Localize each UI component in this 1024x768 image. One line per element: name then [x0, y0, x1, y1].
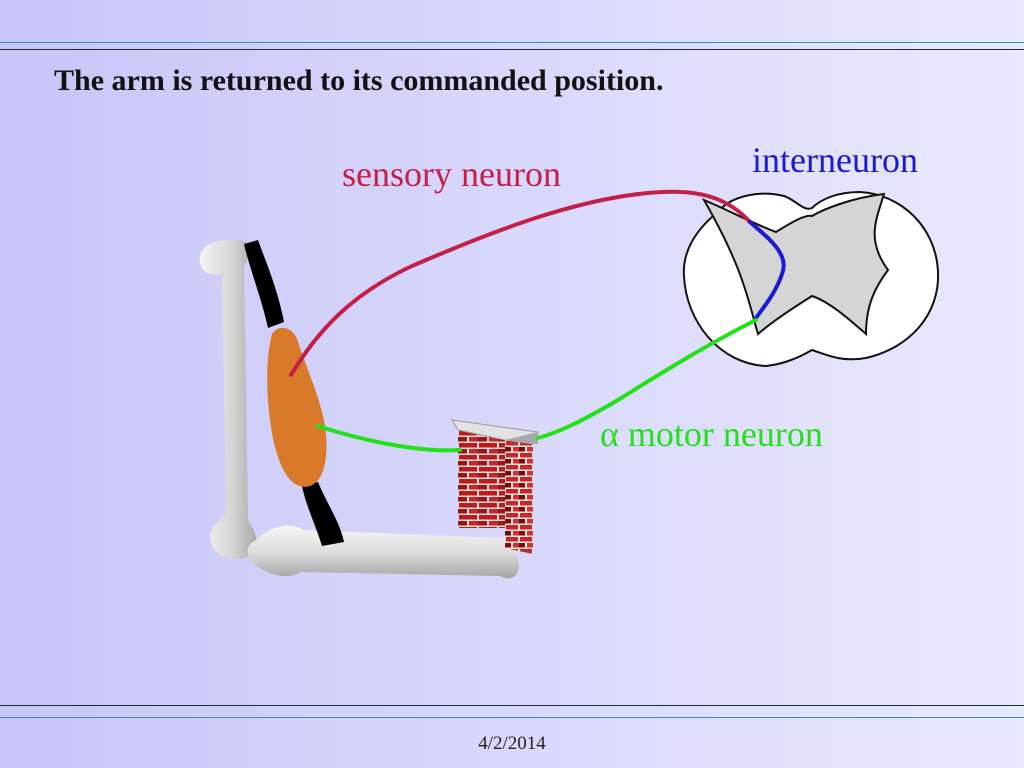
biceps-muscle — [267, 327, 327, 487]
slide-title: The arm is returned to its commanded pos… — [54, 64, 664, 97]
interneuron-label: interneuron — [752, 140, 918, 180]
brick-wall — [451, 419, 539, 554]
sensory-neuron-label: sensory neuron — [342, 154, 561, 194]
top-rule-dark — [0, 49, 1024, 50]
upper-tendon — [244, 240, 284, 328]
bottom-rule-teal — [0, 717, 1024, 718]
lower-tendon — [302, 482, 344, 546]
humerus-bone — [199, 239, 257, 560]
top-rule-teal — [0, 42, 1024, 43]
bottom-rule-dark — [0, 705, 1024, 706]
footer-date: 4/2/2014 — [478, 733, 546, 754]
motor-neuron-path-to-muscle — [316, 424, 462, 453]
interneuron-path — [748, 220, 786, 320]
sensory-neuron-path — [289, 189, 752, 377]
motor-neuron-path — [536, 318, 758, 440]
forearm-bone — [247, 525, 519, 579]
motor-neuron-label: α motor neuron — [600, 414, 823, 454]
